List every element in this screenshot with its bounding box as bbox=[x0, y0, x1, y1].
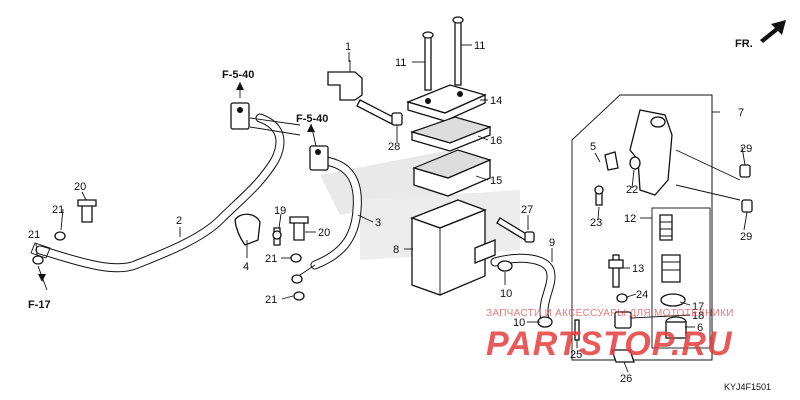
callout-23: 23 bbox=[590, 217, 602, 229]
callout-14: 14 bbox=[490, 95, 502, 107]
callout-13: 13 bbox=[632, 263, 644, 275]
pushrod-13 bbox=[608, 254, 624, 288]
callout-7: 7 bbox=[738, 107, 744, 119]
callout-20-b: 20 bbox=[318, 227, 330, 239]
watermark-caption: ЗАПЧАСТИ И АКСЕССУАРЫ ДЛЯ МОТОТЕХНИКИ bbox=[486, 308, 734, 319]
front-direction-arrow: FR. bbox=[735, 20, 786, 50]
bolt-20-left bbox=[77, 199, 97, 223]
callout-22: 22 bbox=[626, 184, 638, 196]
callout-6: 6 bbox=[697, 322, 703, 334]
bolt-29-b bbox=[741, 199, 753, 213]
callout-19: 19 bbox=[274, 205, 286, 217]
watermark-logo: PARTSTOP.RU bbox=[486, 325, 733, 363]
o-ring-22 bbox=[629, 156, 641, 170]
callout-21-d: 21 bbox=[265, 294, 277, 306]
callout-24: 24 bbox=[636, 289, 648, 301]
bolt-19 bbox=[272, 227, 282, 246]
callout-12: 12 bbox=[624, 213, 636, 225]
front-direction-label: FR. bbox=[735, 38, 753, 50]
bracket-1 bbox=[327, 60, 363, 101]
diaphragm-15 bbox=[412, 149, 492, 197]
callout-4: 4 bbox=[243, 261, 249, 273]
callout-17: 17 bbox=[692, 301, 704, 313]
callout-9: 9 bbox=[549, 237, 555, 249]
reference-label-f-17: F-17 bbox=[28, 299, 51, 311]
callout-18: 18 bbox=[692, 310, 704, 322]
reservoir-8 bbox=[410, 199, 496, 296]
callout-16: 16 bbox=[490, 135, 502, 147]
callout-20-a: 20 bbox=[74, 181, 86, 193]
clip-26 bbox=[611, 349, 635, 363]
callout-25: 25 bbox=[570, 349, 582, 361]
clip-10-a bbox=[497, 260, 513, 272]
plate-16 bbox=[410, 116, 492, 152]
callout-11-b: 11 bbox=[474, 40, 485, 52]
callout-26: 26 bbox=[620, 373, 632, 385]
callout-28: 28 bbox=[388, 141, 400, 153]
bolt-29-a bbox=[739, 164, 751, 178]
fitting-5 bbox=[604, 151, 619, 171]
figure-code: KYJ4F1501 bbox=[724, 382, 771, 392]
nut-24 bbox=[616, 293, 628, 303]
reference-label-f-5-40-b: F-5-40 bbox=[296, 113, 328, 125]
washer-21-d bbox=[293, 291, 305, 301]
bolt-11-b bbox=[452, 16, 464, 86]
callout-27: 27 bbox=[521, 204, 533, 216]
bolt-20-right bbox=[289, 216, 309, 241]
leader-lines bbox=[35, 44, 748, 373]
screw-23 bbox=[594, 185, 604, 206]
ref-arrow-c bbox=[38, 274, 46, 282]
callout-15: 15 bbox=[490, 175, 502, 187]
callout-10-b: 10 bbox=[513, 317, 525, 329]
callout-10-a: 10 bbox=[500, 288, 512, 300]
bolt-27 bbox=[496, 217, 535, 243]
callout-11-a: 11 bbox=[395, 57, 406, 69]
callout-21-c: 21 bbox=[265, 253, 277, 265]
callout-3: 3 bbox=[375, 217, 381, 229]
brake-hose-3 bbox=[291, 145, 362, 284]
joint-18 bbox=[614, 311, 632, 329]
ref-arrow-b bbox=[307, 124, 315, 132]
reservoir-cap-14 bbox=[406, 84, 487, 122]
callout-2: 2 bbox=[176, 215, 182, 227]
master-cylinder-group-7 bbox=[571, 94, 741, 361]
bolt-28 bbox=[356, 99, 403, 126]
clamp-4 bbox=[234, 213, 261, 246]
callout-21-b: 21 bbox=[28, 229, 40, 241]
ref-arrow-a bbox=[236, 82, 244, 90]
callout-5: 5 bbox=[590, 141, 596, 153]
callout-21-a: 21 bbox=[52, 204, 64, 216]
callout-8: 8 bbox=[393, 244, 399, 256]
bolt-11-a bbox=[422, 31, 434, 91]
callout-29-b: 29 bbox=[740, 231, 752, 243]
brake-hose-2 bbox=[30, 102, 301, 273]
washer-21-a bbox=[54, 231, 66, 241]
piston-kit-12 bbox=[651, 207, 711, 349]
reference-label-f-5-40-a: F-5-40 bbox=[222, 69, 254, 81]
hose-9 bbox=[490, 253, 556, 325]
callout-29-a: 29 bbox=[740, 143, 752, 155]
callout-1: 1 bbox=[345, 41, 351, 53]
washer-21-b bbox=[32, 255, 44, 265]
washer-21-c bbox=[290, 253, 302, 263]
